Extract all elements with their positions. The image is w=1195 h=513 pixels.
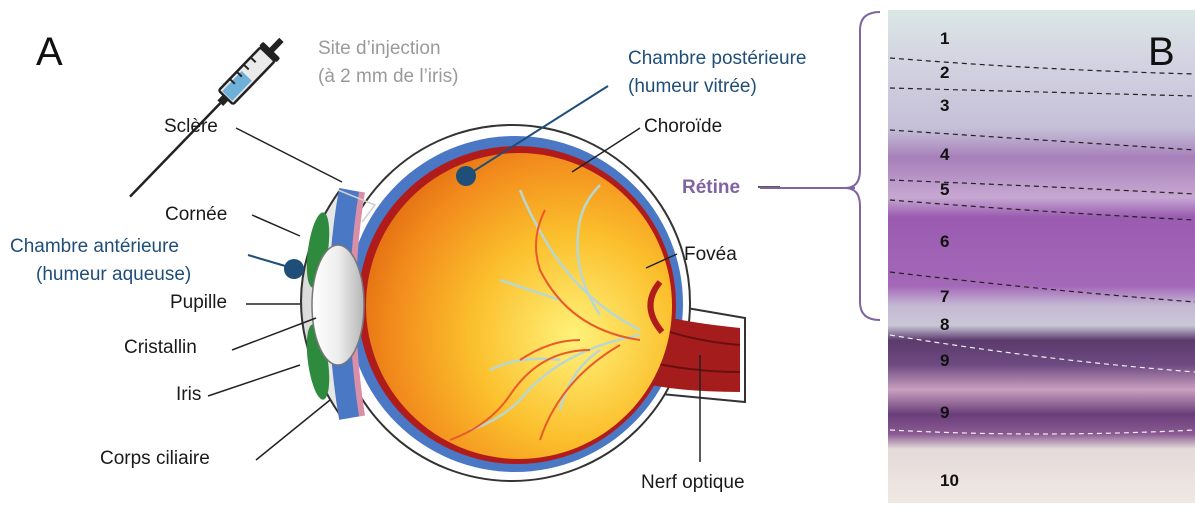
panel-a-label: A	[36, 30, 63, 74]
fovea-label: Fovéa	[684, 244, 737, 266]
layer-number: 2	[940, 64, 949, 82]
layer-number: 5	[940, 181, 949, 199]
layer-number: 9	[940, 352, 949, 370]
layer-number: 4	[940, 146, 949, 164]
iris-label: Iris	[176, 384, 201, 406]
choroide-label: Choroïde	[644, 116, 722, 138]
panel-b-label: B	[1148, 30, 1175, 74]
cristallin-label: Cristallin	[124, 337, 197, 359]
retine-label: Rétine	[682, 177, 740, 199]
layer-number: 8	[940, 316, 949, 334]
layer-number: 10	[940, 472, 959, 490]
pupille-label: Pupille	[170, 292, 227, 314]
posterior-chamber-marker	[456, 166, 476, 186]
posterior-chamber-label: Chambre postérieure (humeur vitrée)	[628, 48, 806, 98]
layer-number: 7	[940, 288, 949, 306]
corps-ciliaire-label: Corps ciliaire	[100, 448, 210, 470]
layer-number: 3	[940, 97, 949, 115]
layer-number: 9	[940, 404, 949, 422]
cornee-label: Cornée	[165, 204, 227, 226]
layer-number: 6	[940, 233, 949, 251]
nerf-optique-label: Nerf optique	[641, 472, 745, 494]
anterior-chamber-label: Chambre antérieure (humeur aqueuse)	[10, 236, 191, 286]
eyeball-interior	[366, 153, 672, 459]
sclere-label: Sclère	[164, 116, 218, 138]
retine-bracket	[845, 12, 880, 320]
injection-site-label: Site d’injection (à 2 mm de l’iris)	[318, 38, 458, 88]
anterior-chamber-marker	[284, 259, 304, 279]
layer-number: 1	[940, 30, 949, 48]
lens	[312, 245, 364, 365]
